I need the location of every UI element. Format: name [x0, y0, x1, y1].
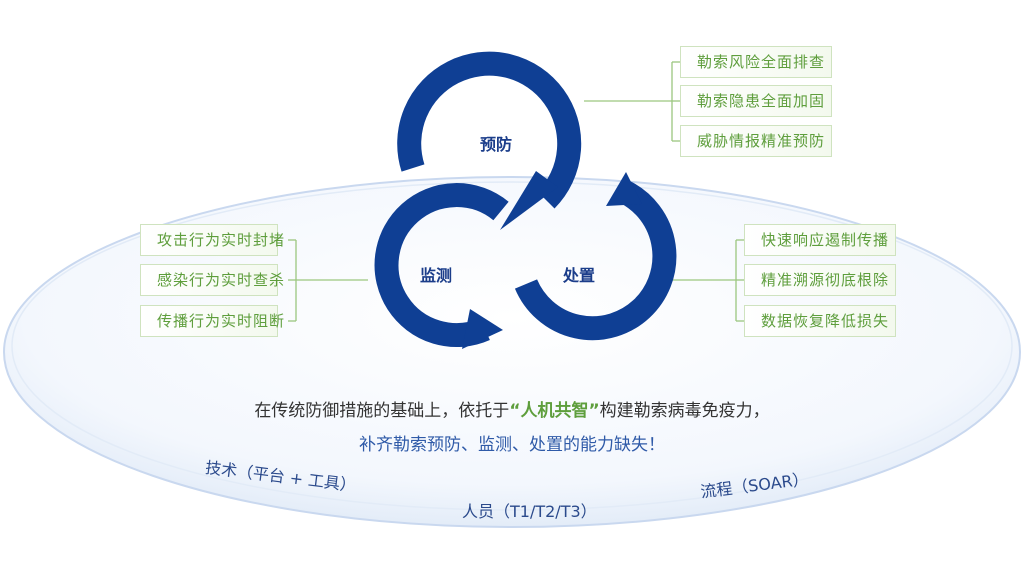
- cycle-arrowheads: [462, 171, 642, 349]
- prevent-label: 预防: [480, 135, 513, 154]
- description-highlight: “人机共智”: [509, 401, 600, 421]
- prevent-connector: [584, 61, 680, 142]
- prevent-ring: [397, 51, 582, 209]
- monitor-item: 传播行为实时阻断: [140, 305, 284, 337]
- dispose-connector: [670, 239, 744, 322]
- prevent-item: 勒索风险全面排查: [680, 46, 832, 78]
- prevent-item: 勒索隐患全面加固: [680, 85, 832, 117]
- dispose-item: 快速响应遏制传播: [744, 224, 896, 256]
- dispose-item: 数据恢复降低损失: [744, 305, 896, 337]
- monitor-connector: [288, 239, 368, 322]
- dispose-item: 精准溯源彻底根除: [744, 264, 896, 296]
- monitor-ring: [374, 183, 509, 348]
- description-line-2: 补齐勒索预防、监测、处置的能力缺失！: [359, 435, 665, 455]
- monitor-arrowhead: [462, 309, 503, 349]
- description-text-b: 构建勒索病毒免疫力，: [599, 401, 770, 421]
- dispose-ring: [514, 181, 677, 341]
- prevent-arrowhead: [500, 171, 558, 230]
- monitor-label: 监测: [420, 266, 453, 285]
- dispose-arrowhead: [606, 172, 642, 206]
- dispose-label: 处置: [563, 266, 596, 285]
- description-line-1: 在传统防御措施的基础上，依托于“人机共智”构建勒索病毒免疫力，: [0, 396, 1024, 421]
- monitor-item: 攻击行为实时封堵: [140, 224, 284, 256]
- foundation-people: 人员（T1/T2/T3）: [462, 502, 597, 521]
- description-text-a: 在传统防御措施的基础上，依托于: [254, 401, 510, 421]
- monitor-item: 感染行为实时查杀: [140, 264, 284, 296]
- cycle-arrows: [374, 51, 677, 348]
- platform-ellipse-inner: [11, 181, 1013, 511]
- prevent-item: 威胁情报精准预防: [680, 125, 832, 157]
